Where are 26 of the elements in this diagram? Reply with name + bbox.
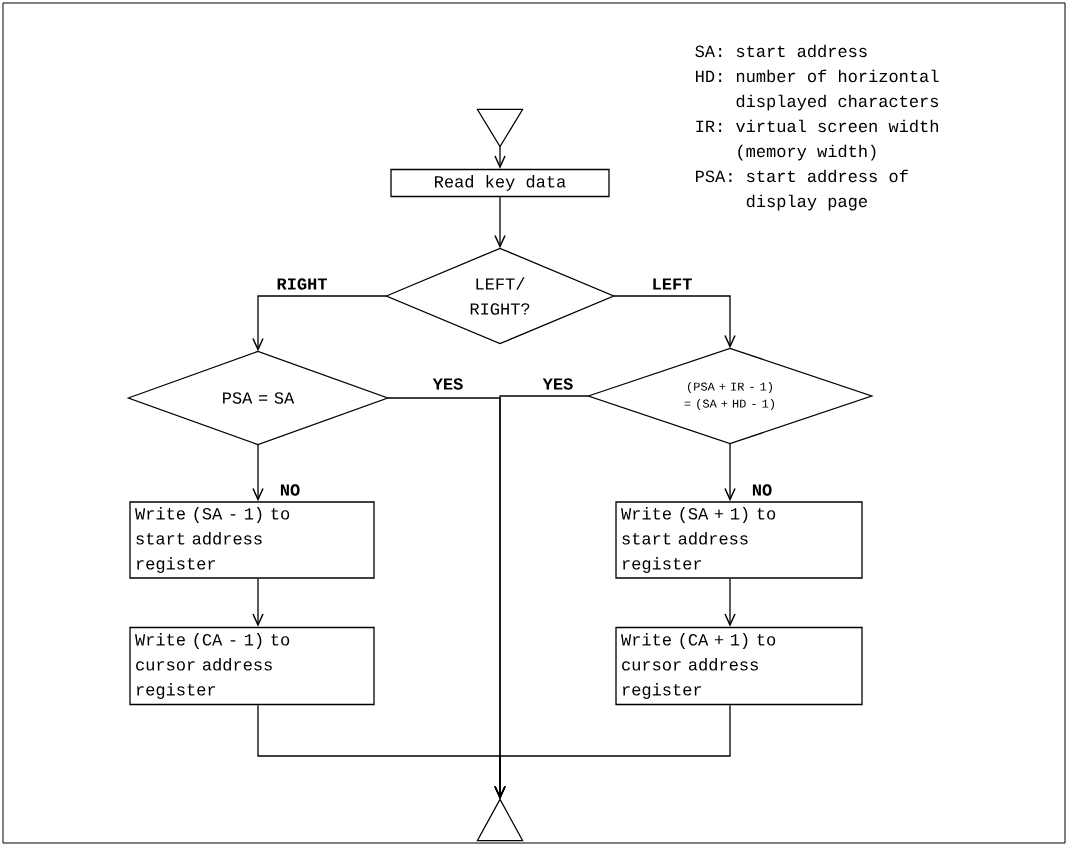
edge-label: NO [750, 483, 774, 497]
process-box: Read key data [390, 168, 610, 198]
arrow [724, 578, 736, 627]
arrow [494, 146, 506, 169]
legend-note: HD: number of horizontal displayed characters [696, 69, 939, 111]
arrow [252, 578, 264, 627]
process-box: Write (CA + 1) to cursor address register [615, 626, 863, 706]
arrow [252, 444, 264, 502]
start-triangle [476, 108, 524, 148]
end-triangle [476, 798, 524, 842]
process-box: Write (CA - 1) to cursor address register [129, 626, 375, 706]
process-box: Write (SA + 1) to start address register [615, 501, 863, 579]
legend-note: IR: virtual screen width (memory width) [696, 119, 938, 161]
edge-label: YES [431, 377, 465, 391]
arrow [252, 295, 387, 352]
edge-label: RIGHT [275, 277, 329, 291]
arrow [494, 704, 731, 800]
arrow [724, 443, 736, 502]
edge-label: NO [278, 483, 302, 497]
edge-label: LEFT [650, 277, 694, 291]
process-box: Write (SA - 1) to start address register [129, 501, 375, 579]
arrow [494, 196, 506, 249]
legend-note: SA: start address [695, 44, 867, 58]
arrow [613, 295, 736, 349]
legend-note: PSA: start address of display page [696, 169, 908, 211]
edge-label: YES [541, 377, 575, 391]
